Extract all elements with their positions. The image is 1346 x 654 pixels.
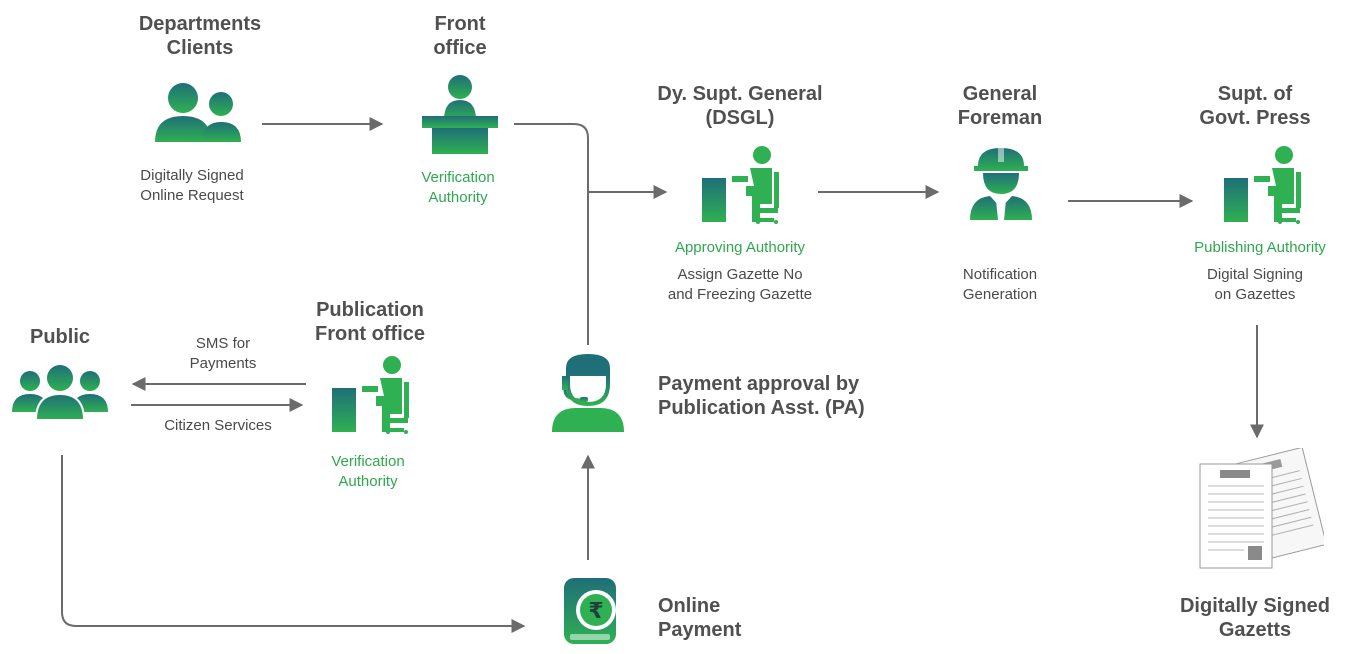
front-office-role: Verification Authority [421, 169, 495, 206]
citizen-edge-label: Citizen Services [164, 417, 272, 434]
headset-agent-icon [552, 354, 624, 432]
departments-title: Departments Clients [138, 13, 262, 59]
front-office-title: Front office [433, 13, 487, 59]
svg-text:₹: ₹ [588, 599, 603, 624]
dsgl-desc: Assign Gazette No and Freezing Gazette [667, 266, 813, 303]
front-desk-icon [422, 75, 498, 154]
hardhat-worker-icon [970, 148, 1032, 220]
group-icon [12, 365, 108, 420]
arrow-public-to-payment [61, 455, 526, 633]
supt-title: Supt. of Govt. Press [1199, 83, 1311, 129]
foreman-desc: Notification Generation [962, 266, 1038, 303]
supt-desc: Digital Signing on Gazettes [1207, 266, 1303, 303]
pa-title: Payment approval by Publication Asst. (P… [658, 373, 865, 419]
desk-worker-icon [702, 146, 779, 224]
desk-worker-icon [1224, 146, 1301, 224]
gazettes-title: Digitally Signed Gazetts [1179, 595, 1331, 641]
supt-role: Publishing Authority [1194, 239, 1326, 256]
pub-front-title: Publication Front office [315, 299, 425, 345]
payment-title: Online Payment [658, 595, 742, 641]
dsgl-title: Dy. Supt. General (DSGL) [657, 83, 823, 129]
foreman-title: General Foreman [957, 83, 1043, 129]
public-title: Public [29, 326, 90, 348]
pub-front-role: Verification Authority [331, 453, 405, 490]
desk-worker-icon [332, 356, 409, 434]
dsgl-role: Approving Authority [674, 239, 806, 256]
sms-edge-label: SMS for Payments [189, 335, 257, 372]
users-icon [155, 83, 241, 142]
gazette-documents-icon [1199, 448, 1324, 569]
departments-desc: Digitally Signed Online Request [140, 167, 244, 204]
connector-frontoffice-to-pa [514, 123, 589, 345]
rupee-wallet-icon: ₹ [564, 578, 616, 644]
